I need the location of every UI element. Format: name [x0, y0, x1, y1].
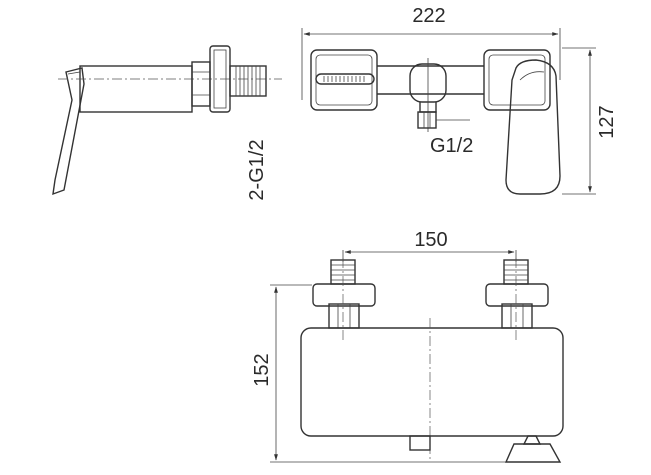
side-lever-handle: [52, 67, 85, 196]
dim-label-222: 222: [412, 5, 445, 27]
right-escutcheon: [483, 49, 551, 111]
left-escutcheon: [310, 49, 378, 111]
front-body: [300, 327, 564, 437]
dim-label-127: 127: [596, 105, 618, 138]
top-lever-handle: [505, 59, 561, 195]
diverter-slot: [315, 73, 375, 85]
top-view: 222 G1/2: [301, 5, 618, 195]
side-view: 2-G1/2: [52, 45, 282, 201]
side-thread-label: 2-G1/2: [246, 139, 268, 200]
front-view: 150: [251, 229, 564, 463]
dim-label-150: 150: [414, 229, 447, 251]
side-hex-nut: [191, 61, 211, 107]
outlet-thread-label: G1/2: [430, 135, 473, 157]
side-body: [79, 65, 193, 113]
front-lever: [522, 435, 542, 445]
front-outlet: [409, 435, 431, 451]
dim-label-152: 152: [251, 353, 273, 386]
